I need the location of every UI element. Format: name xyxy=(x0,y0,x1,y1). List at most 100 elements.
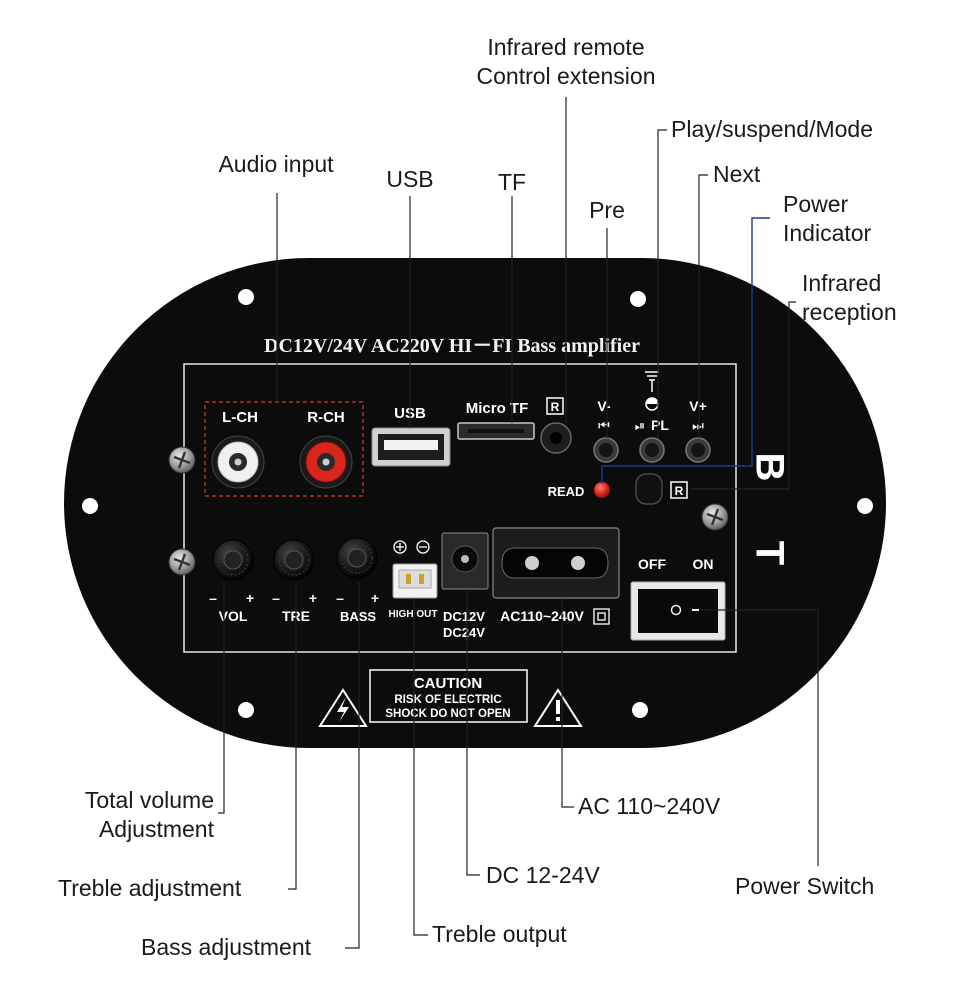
lch-label: L-CH xyxy=(222,409,258,426)
board-title: DC12V/24V AC220V HI－FI Bass amplifier xyxy=(264,335,640,357)
bass-plus: + xyxy=(371,590,379,606)
mounting-hole xyxy=(630,291,646,307)
tre-minus: – xyxy=(272,590,280,606)
callout-ac-range: AC 110~240V xyxy=(578,792,720,821)
leader-bass-adj xyxy=(345,582,360,949)
callout-treble-output: Treble output xyxy=(432,920,567,949)
play-pause-icon: ⏯ xyxy=(635,418,645,433)
bt-letter-t: T xyxy=(747,541,791,565)
warning-triangle-left xyxy=(318,688,368,727)
power-indicator-led xyxy=(594,482,610,498)
callout-total-volume: Total volume Adjustment xyxy=(34,786,214,844)
rca-right-jack[interactable] xyxy=(299,435,353,489)
dc12v-label: DC12V xyxy=(443,609,485,624)
leader-dc xyxy=(466,589,480,876)
tre-plus: + xyxy=(309,590,317,606)
callout-text: Pre xyxy=(589,197,625,223)
callout-text: Treble adjustment xyxy=(58,875,242,901)
caution-line-1: RISK OF ELECTRIC xyxy=(394,694,501,706)
screw xyxy=(167,547,197,577)
pl-label: PL xyxy=(651,417,669,433)
leader-treble-out xyxy=(413,598,428,936)
callout-audio-input: Audio input xyxy=(196,150,356,179)
bt-letter-b: B xyxy=(747,453,791,482)
callout-text: Audio input xyxy=(218,151,334,177)
mounting-hole xyxy=(632,702,648,718)
micro-tf-slot[interactable] xyxy=(457,422,535,440)
leader-total-volume xyxy=(218,582,225,814)
leader-play xyxy=(657,129,667,438)
screw xyxy=(167,445,197,475)
vminus-label: V- xyxy=(597,398,611,414)
callout-text: Total volume xyxy=(84,787,214,813)
high-out-connector[interactable] xyxy=(392,563,438,599)
mounting-hole xyxy=(238,289,254,305)
callout-ir-reception: Infrared reception xyxy=(802,269,897,327)
vol-minus: – xyxy=(209,590,217,606)
callout-text: Bass adjustment xyxy=(141,934,312,960)
callout-text: Control extension xyxy=(476,63,656,89)
on-label: ON xyxy=(693,556,714,572)
leader-treble-adj xyxy=(288,582,297,890)
control-panel-outline xyxy=(183,363,737,653)
usb-port[interactable] xyxy=(371,427,451,467)
callout-play: Play/suspend/Mode xyxy=(671,115,873,144)
bass-minus: – xyxy=(336,590,344,606)
ac-power-socket[interactable] xyxy=(492,527,620,599)
callout-text: Indicator xyxy=(783,220,872,246)
bass-knob[interactable] xyxy=(336,537,378,579)
dc-power-jack[interactable] xyxy=(441,532,489,590)
callout-ir-extension: Infrared remote Control extension xyxy=(460,33,672,91)
leader-ac xyxy=(561,598,574,808)
callout-text: DC 12-24V xyxy=(486,862,600,888)
callout-power-indicator: Power Indicator xyxy=(783,190,871,248)
svg-text:R: R xyxy=(551,400,560,414)
vol-label: VOL xyxy=(219,608,248,624)
callout-text: Next xyxy=(713,161,761,187)
next-button[interactable] xyxy=(685,437,711,463)
callout-text: reception xyxy=(802,299,897,325)
rca-left-jack[interactable] xyxy=(211,435,265,489)
callout-dc-range: DC 12-24V xyxy=(486,861,600,890)
next-icon: ⏭ xyxy=(692,418,704,433)
high-out-label: HIGH OUT xyxy=(389,609,438,620)
audio-input-box xyxy=(204,401,364,497)
caution-box xyxy=(369,669,528,723)
callout-text: AC 110~240V xyxy=(578,793,721,819)
callout-power-switch: Power Switch xyxy=(735,872,874,901)
callout-usb: USB xyxy=(360,165,460,194)
r-mark-ir-rec: R xyxy=(670,481,688,499)
r-mark-ir-ext: R xyxy=(546,397,564,415)
play-mode-button[interactable] xyxy=(639,437,665,463)
svg-text:R: R xyxy=(675,484,684,498)
read-label: READ xyxy=(548,484,585,499)
leader-next xyxy=(698,174,708,438)
caution-line-2: SHOCK DO NOT OPEN xyxy=(385,708,510,720)
callout-bass-adjustment: Bass adjustment xyxy=(141,933,311,962)
treble-knob[interactable] xyxy=(273,539,315,581)
ir-extension-jack[interactable] xyxy=(540,422,572,454)
bass-label: BASS xyxy=(340,609,376,624)
leader-power-switch xyxy=(700,609,819,866)
callout-pre: Pre xyxy=(572,196,642,225)
power-switch[interactable] xyxy=(630,581,726,641)
callout-text: Adjustment xyxy=(98,816,214,842)
callout-text: Treble output xyxy=(432,921,567,947)
dc24v-label: DC24V xyxy=(443,625,485,640)
off-label: OFF xyxy=(638,556,666,572)
prev-button[interactable] xyxy=(593,437,619,463)
ir-receiver xyxy=(635,473,663,505)
callout-text: Power xyxy=(783,191,849,217)
volume-knob[interactable] xyxy=(212,539,254,581)
antenna-icon xyxy=(645,371,659,392)
callout-treble-adjustment: Treble adjustment xyxy=(58,874,241,903)
polarity-icons xyxy=(393,540,430,554)
mounting-hole xyxy=(238,702,254,718)
mounting-hole xyxy=(857,498,873,514)
leader-ir-reception xyxy=(690,301,796,490)
warning-triangle-right xyxy=(533,688,583,727)
callout-text: Infrared xyxy=(802,270,882,296)
callout-next: Next xyxy=(713,160,760,189)
